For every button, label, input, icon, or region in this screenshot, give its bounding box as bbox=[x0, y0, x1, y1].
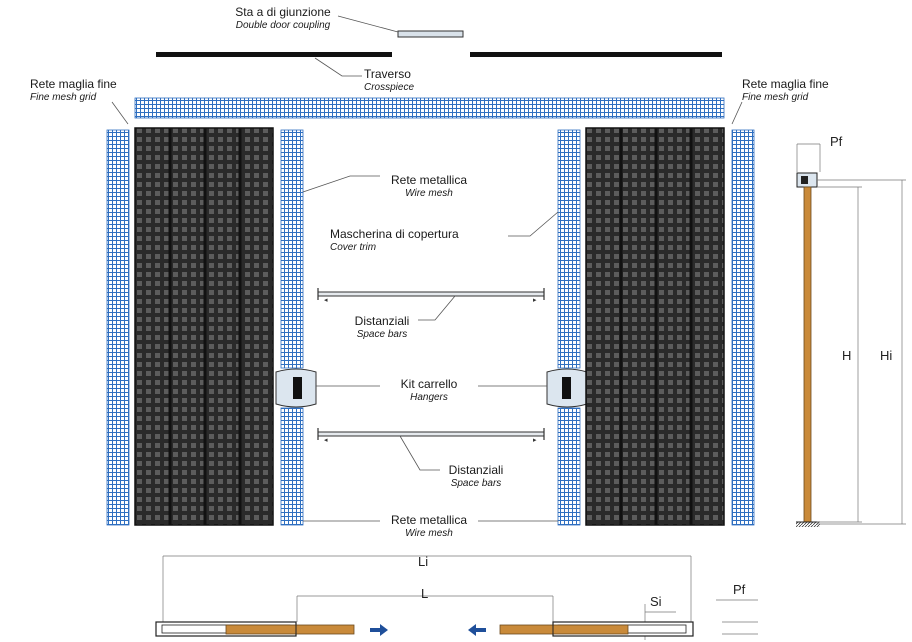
crosspiece-leader bbox=[314, 57, 362, 77]
fine-mesh-top-band bbox=[134, 97, 725, 119]
dimension-h: H bbox=[842, 348, 852, 363]
wire-mesh-top-leader bbox=[302, 175, 380, 193]
svg-text:◂: ◂ bbox=[324, 437, 328, 444]
crosspiece-label: Traverso Crosspiece bbox=[364, 67, 415, 93]
wire-mesh-top-label-main: Rete metallica bbox=[390, 173, 468, 187]
wire-mesh-top-label-sub: Wire mesh bbox=[405, 187, 453, 199]
fine-mesh-right-label: Rete maglia fine Fine mesh grid bbox=[742, 77, 829, 103]
wire-mesh-bottom-label-main: Rete metallica bbox=[390, 513, 468, 527]
wire-mesh-left-lower bbox=[280, 407, 304, 526]
fine-mesh-right-label-sub: Fine mesh grid bbox=[742, 91, 809, 103]
fine-mesh-right-label-main: Rete maglia fine bbox=[742, 77, 829, 91]
space-bars-top-label-main: Distanziali bbox=[354, 314, 410, 328]
wire-mesh-bottom-label: Rete metallica Wire mesh bbox=[374, 513, 484, 539]
dimension-hi: Hi bbox=[880, 348, 893, 363]
fine-mesh-left-label-sub: Fine mesh grid bbox=[30, 91, 97, 103]
dimension-li: Li bbox=[418, 554, 429, 569]
mesh-leader-left bbox=[111, 101, 129, 125]
crosspiece-label-sub: Crosspiece bbox=[364, 81, 415, 93]
dimension-pf-side: Pf bbox=[830, 134, 843, 149]
hangers-label-sub: Hangers bbox=[410, 391, 448, 403]
mesh-leader-right bbox=[731, 101, 743, 125]
svg-text:▸: ▸ bbox=[533, 297, 537, 304]
hangers-label-main: Kit carrello bbox=[400, 377, 458, 391]
plan-view-right bbox=[499, 621, 694, 637]
side-profile bbox=[796, 172, 820, 527]
wire-mesh-top-label: Rete metallica Wire mesh bbox=[374, 173, 484, 199]
dimension-si: Si bbox=[650, 594, 662, 609]
left-door-dividers bbox=[168, 128, 242, 525]
space-bars-top-label: Distanziali Space bars bbox=[342, 314, 422, 340]
space-bars-bottom-label: Distanziali Space bars bbox=[436, 463, 516, 489]
arrow-left-icon bbox=[468, 624, 486, 636]
right-hanger-brush bbox=[562, 377, 571, 399]
dimension-l: L bbox=[421, 586, 429, 601]
space-bars-bottom-label-sub: Space bars bbox=[450, 477, 502, 489]
crosspiece-right bbox=[470, 52, 722, 57]
cover-trim-label-main: Mascherina di copertura bbox=[330, 227, 459, 241]
wire-mesh-bottom-label-sub: Wire mesh bbox=[405, 527, 453, 539]
spacer-top-leader bbox=[418, 295, 456, 321]
hangers-label: Kit carrello Hangers bbox=[380, 377, 478, 403]
dimension-pf-plan: Pf bbox=[733, 582, 746, 597]
wire-mesh-right-lower bbox=[557, 407, 581, 526]
space-bars-bottom-label-main: Distanziali bbox=[448, 463, 504, 477]
fine-mesh-left-column bbox=[106, 129, 130, 526]
arrow-right-icon bbox=[370, 624, 388, 636]
svg-text:◂: ◂ bbox=[324, 297, 328, 304]
cover-trim-leader bbox=[508, 211, 559, 237]
coupling-bar bbox=[397, 30, 464, 38]
cover-trim-label-sub: Cover trim bbox=[330, 241, 377, 253]
crosspiece-label-main: Traverso bbox=[364, 67, 411, 81]
plan-dimension-lines bbox=[162, 555, 758, 640]
space-bar-top: ◂ ▸ bbox=[317, 288, 545, 304]
svg-text:▸: ▸ bbox=[533, 437, 537, 444]
coupling-label-main: Sta a di giunzione bbox=[235, 5, 331, 19]
spacer-bottom-leader bbox=[399, 435, 440, 471]
wire-mesh-right-upper bbox=[557, 129, 581, 369]
right-door-dividers bbox=[619, 128, 693, 525]
fine-mesh-left-label: Rete maglia fine Fine mesh grid bbox=[30, 77, 117, 103]
coupling-leader bbox=[337, 15, 399, 33]
side-dimension-lines bbox=[796, 143, 906, 525]
fine-mesh-left-label-main: Rete maglia fine bbox=[30, 77, 117, 91]
wire-mesh-left-upper bbox=[280, 129, 304, 369]
plan-view-left bbox=[155, 621, 355, 637]
coupling-label-sub: Double door coupling bbox=[235, 19, 331, 31]
cover-trim-label: Mascherina di copertura Cover trim bbox=[330, 227, 459, 253]
space-bars-top-label-sub: Space bars bbox=[356, 328, 408, 340]
crosspiece-left bbox=[156, 52, 392, 57]
coupling-label: Sta a di giunzione Double door coupling bbox=[218, 5, 348, 31]
space-bar-bottom: ◂ ▸ bbox=[317, 428, 545, 444]
left-hanger-brush bbox=[293, 377, 302, 399]
fine-mesh-right-column bbox=[731, 129, 755, 526]
